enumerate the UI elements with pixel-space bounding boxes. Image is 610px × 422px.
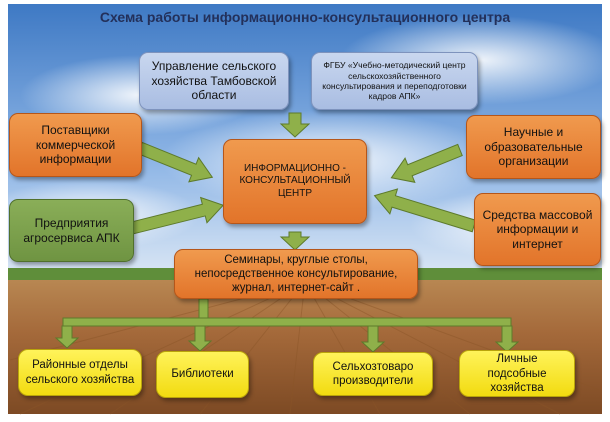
- connector-arrow-2: [187, 325, 213, 352]
- science-block: Научные и образовательные организации: [466, 115, 601, 179]
- arrow-center-down: [279, 231, 311, 251]
- media-block: Средства массовой информации и интернет: [474, 193, 601, 266]
- arrow-top: [279, 112, 311, 138]
- diagram-title: Схема работы информационно-консультацион…: [99, 9, 511, 25]
- bottom-block-households: Личные подсобные хозяйства: [459, 350, 575, 397]
- agroservice-block: Предприятия агросервиса АПК: [9, 199, 134, 262]
- science-label: Научные и образовательные организации: [484, 125, 583, 169]
- bottom-block-libraries: Библиотеки: [156, 351, 249, 398]
- center-block: ИНФОРМАЦИОННО - КОНСУЛЬТАЦИОННЫЙ ЦЕНТР: [223, 139, 367, 224]
- services-block: Семинары, круглые столы, непосредственно…: [174, 249, 418, 299]
- bottom-block-label: Районные отделы сельского хозяйства: [25, 359, 135, 386]
- bottom-block-district: Районные отделы сельского хозяйства: [18, 349, 142, 396]
- agroservice-label: Предприятия агросервиса АПК: [23, 215, 120, 245]
- suppliers-label: Поставщики коммерческой информации: [35, 123, 116, 167]
- suppliers-block: Поставщики коммерческой информации: [9, 113, 142, 177]
- ministry-label: Управление сельского хозяйства Тамбовско…: [151, 59, 277, 103]
- arrow-from-suppliers: [137, 141, 214, 183]
- center-label: ИНФОРМАЦИОННО - КОНСУЛЬТАЦИОННЫЙ ЦЕНТР: [239, 163, 351, 199]
- bottom-block-label: Личные подсобные хозяйства: [487, 353, 547, 394]
- connector-bar: [62, 317, 512, 327]
- fgbu-label: ФГБУ «Учебно-методический центр сельскох…: [322, 60, 467, 102]
- bottom-block-label: Библиотеки: [171, 368, 234, 381]
- arrow-from-science: [390, 143, 463, 183]
- connector-arrow-3: [360, 325, 386, 353]
- arrow-from-agroservice: [129, 196, 225, 235]
- connector-arrow-1: [54, 325, 80, 349]
- bottom-block-producers: Сельхозтоваро производители: [313, 352, 433, 396]
- bottom-block-label: Сельхозтоваро производители: [332, 360, 414, 387]
- ministry-block: Управление сельского хозяйства Тамбовско…: [139, 52, 289, 110]
- arrow-from-media: [373, 188, 477, 233]
- media-label: Средства массовой информации и интернет: [482, 207, 593, 251]
- services-label: Семинары, круглые столы, непосредственно…: [194, 253, 398, 295]
- fgbu-block: ФГБУ «Учебно-методический центр сельскох…: [311, 52, 478, 110]
- connector-arrow-4: [494, 325, 520, 353]
